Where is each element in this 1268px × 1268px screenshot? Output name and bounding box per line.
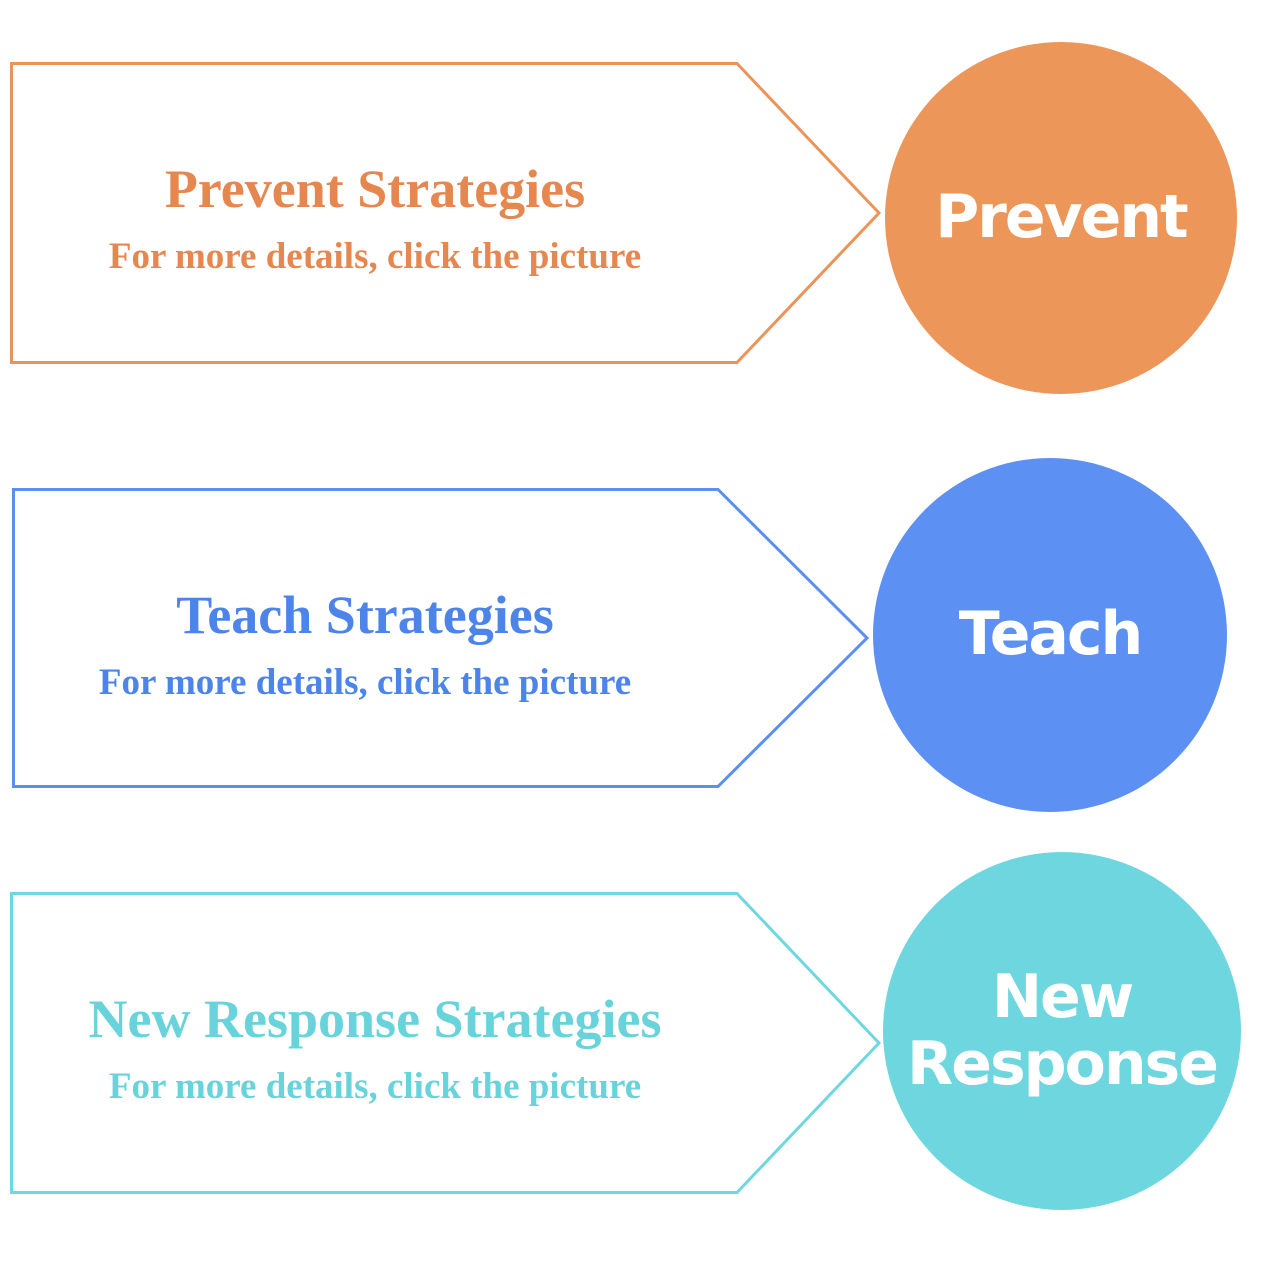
teach-title: Teach Strategies <box>176 584 554 645</box>
prevent-circle-button[interactable]: Prevent <box>885 42 1237 394</box>
prevent-arrow-shape <box>10 62 882 364</box>
teach-label-block: Teach Strategies For more details, click… <box>12 488 718 788</box>
new-response-circle-label-line2: Response <box>907 1029 1219 1099</box>
row-prevent: Prevent Strategies For more details, cli… <box>0 40 1268 400</box>
prevent-label-block: Prevent Strategies For more details, cli… <box>10 62 740 362</box>
new-response-arrow-shape <box>10 892 882 1194</box>
new-response-circle-button[interactable]: New Response <box>883 852 1241 1210</box>
prevent-circle-label: Prevent <box>935 182 1188 253</box>
new-response-subtitle: For more details, click the picture <box>108 1066 642 1108</box>
teach-circle-button[interactable]: Teach <box>873 458 1227 812</box>
teach-subtitle: For more details, click the picture <box>98 662 632 704</box>
teach-arrow-shape <box>12 488 870 788</box>
new-response-title: New Response Strategies <box>88 988 662 1049</box>
prevent-title: Prevent Strategies <box>164 158 586 219</box>
teach-circle-label: Teach <box>958 599 1143 670</box>
new-response-label-block: New Response Strategies For more details… <box>10 892 740 1192</box>
row-new-response: New Response Strategies For more details… <box>0 848 1268 1214</box>
new-response-circle-label-line1: New <box>991 961 1134 1032</box>
prevent-subtitle: For more details, click the picture <box>108 236 642 278</box>
row-teach: Teach Strategies For more details, click… <box>0 455 1268 817</box>
